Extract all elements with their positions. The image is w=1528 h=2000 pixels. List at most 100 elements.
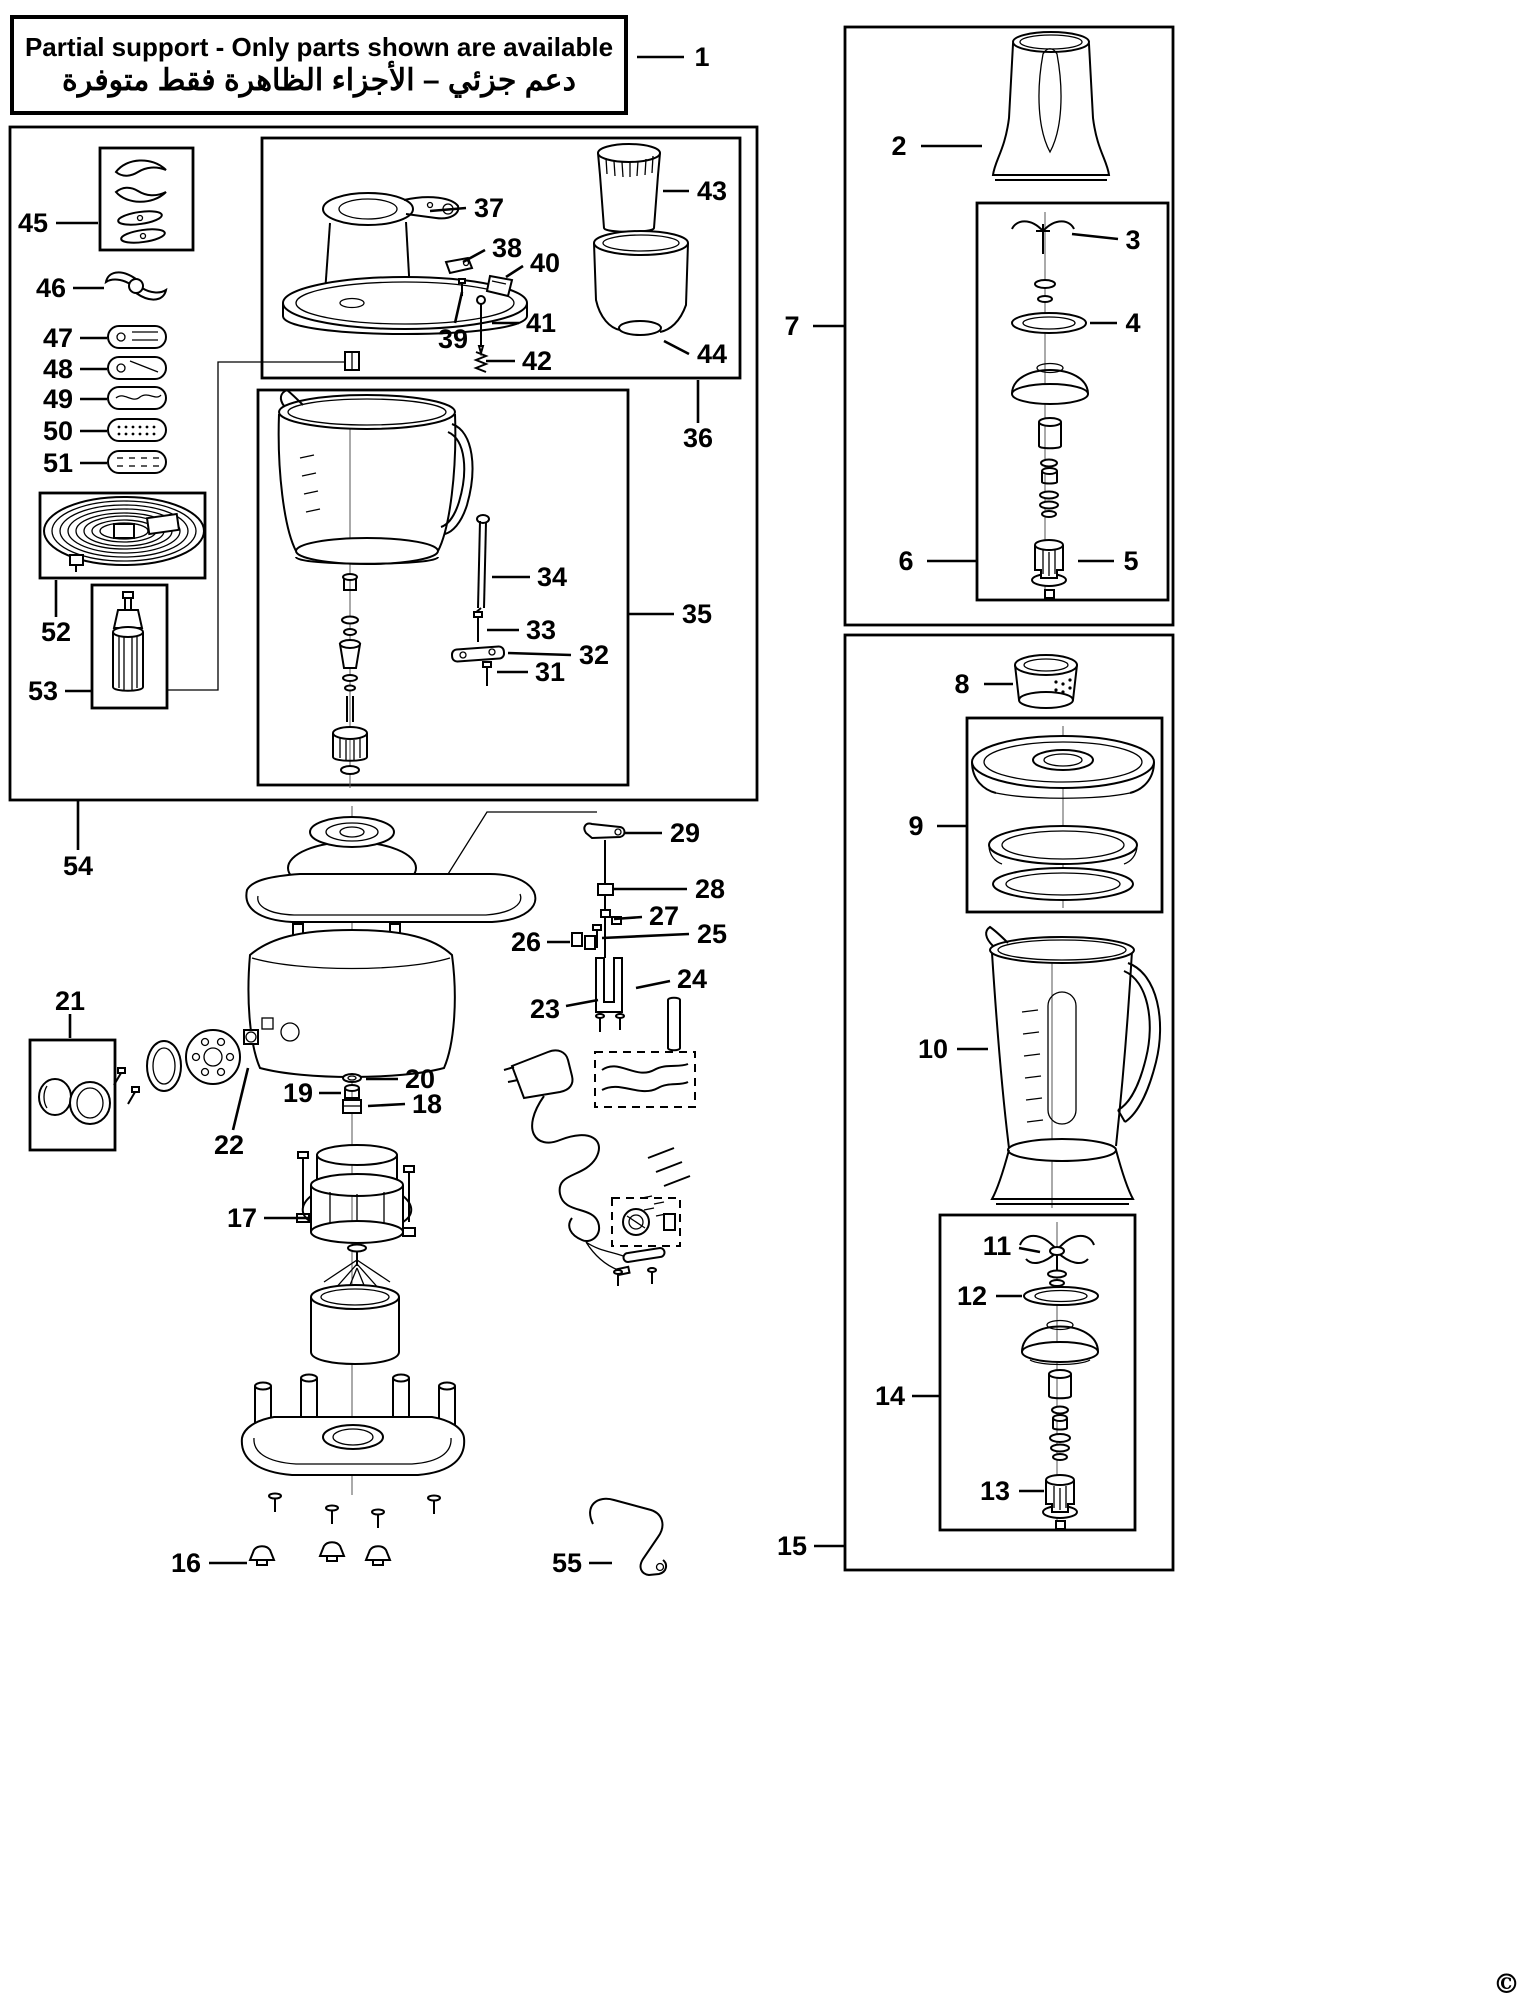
leader-line-27 [613,915,643,921]
wire-detail-dashed-box [594,1051,696,1108]
rubber-feet-16-drawing [248,1541,392,1566]
part-label-33: 33 [526,615,556,645]
pin-33-drawing [473,611,483,642]
part-label-8: 8 [954,669,969,699]
partial-support-note-en: Partial support - Only parts shown are a… [24,32,614,62]
leader-line-11 [1018,1246,1041,1254]
part-label-35: 35 [682,599,712,629]
clutch-plate-drawing [113,1029,241,1105]
leader-line-22 [231,1067,250,1131]
disc-insert-50-drawing [107,418,167,442]
disc-insert-49-drawing [107,386,167,410]
drive-spindle-53-drawing [112,591,144,692]
caps-21-box [28,1038,117,1152]
blender-jar-group-box [843,633,1175,1572]
motor-17-drawing [296,1144,416,1296]
group-boxes [8,25,1175,1572]
processor-lid-drawing [282,192,528,371]
part-label-22: 22 [214,1130,244,1160]
part-label-4: 4 [1125,308,1140,338]
base-drawing [240,1373,466,1476]
part-label-38: 38 [492,233,522,263]
part-label-54: 54 [63,851,93,881]
part-label-23: 23 [530,994,560,1024]
rod-34-drawing [473,514,490,615]
part-label-34: 34 [537,562,567,592]
part-label-9: 9 [908,811,923,841]
s-blade-46-drawing [104,271,168,301]
part-label-27: 27 [649,901,679,931]
part-label-24: 24 [677,964,707,994]
blender-jar-10-drawing [985,925,1162,1205]
leader-line-40 [505,264,524,279]
part-label-42: 42 [522,346,552,376]
part-label-10: 10 [918,1034,948,1064]
part-label-12: 12 [957,1281,987,1311]
part-label-37: 37 [474,193,504,223]
part-label-52: 52 [41,617,71,647]
part-label-55: 55 [552,1548,582,1578]
part-label-39: 39 [438,324,468,354]
part-label-50: 50 [43,416,73,446]
disc-52-box [38,491,207,580]
part-label-3: 3 [1125,225,1140,255]
leader-line-18 [367,1102,406,1108]
jar-cap-8-drawing [1014,654,1078,709]
pin-41-drawing [476,295,486,357]
screw-31-drawing [482,661,492,686]
part-label-19: 19 [283,1078,313,1108]
part-label-5: 5 [1123,546,1138,576]
leader-line-32 [507,651,572,657]
base-screws-drawing [268,1492,441,1528]
pusher-43-drawing [597,143,661,233]
part-label-26: 26 [511,927,541,957]
part-label-25: 25 [697,919,727,949]
part-label-48: 48 [43,354,73,384]
coupling-parts-18-19-20-drawing [342,1073,362,1114]
caps-21-drawing [38,1078,111,1125]
blade-stack-bottom-drawing [1019,1234,1099,1530]
part-label-40: 40 [530,248,560,278]
leader-line-24 [635,979,671,990]
leader-line-39 [453,291,464,324]
copyright-mark: © [1493,1969,1520,2000]
part-label-14: 14 [875,1381,905,1411]
part-label-29: 29 [670,818,700,848]
spatula-55-drawing [589,1497,668,1577]
part-label-44: 44 [697,339,727,369]
part-label-7: 7 [784,311,799,341]
disc-insert-48-drawing [107,356,167,380]
blade-set-45-box [98,146,195,252]
disc-insert-51-drawing [107,450,167,474]
blade-stack-top-drawing [1011,220,1089,599]
part-label-53: 53 [28,676,58,706]
leader-line-23 [565,998,599,1008]
spiral-disc-52-drawing [43,496,205,572]
part-label-20: 20 [405,1064,435,1094]
part-label-21: 21 [55,986,85,1016]
spring-42-drawing [473,351,489,373]
left-main-group-box [8,125,759,802]
bowl-drawing [277,388,474,565]
part-label-11: 11 [983,1231,1012,1261]
part-label-1: 1 [694,42,709,72]
part-label-51: 51 [43,448,73,478]
blender-cap-drawing [991,31,1111,181]
part-label-36: 36 [683,423,713,453]
part-label-18: 18 [412,1089,442,1119]
partial-support-note-box: Partial support - Only parts shown are a… [10,15,628,115]
part-label-16: 16 [171,1548,201,1578]
part-label-49: 49 [43,384,73,414]
partial-support-note-ar: دعم جزئي – الأجزاء الظاهرة فقط متوفرة [62,64,576,97]
leader-line-25 [601,932,690,940]
part-label-2: 2 [891,131,906,161]
leader-line-3 [1071,232,1119,241]
lid-assembly-box [260,136,742,380]
jar-lid-9-box [965,716,1164,914]
blade-group-14-box [938,1213,1137,1532]
coil-detail-dashed-box [611,1197,681,1247]
part-label-43: 43 [697,176,727,206]
part-label-45: 45 [18,208,48,238]
